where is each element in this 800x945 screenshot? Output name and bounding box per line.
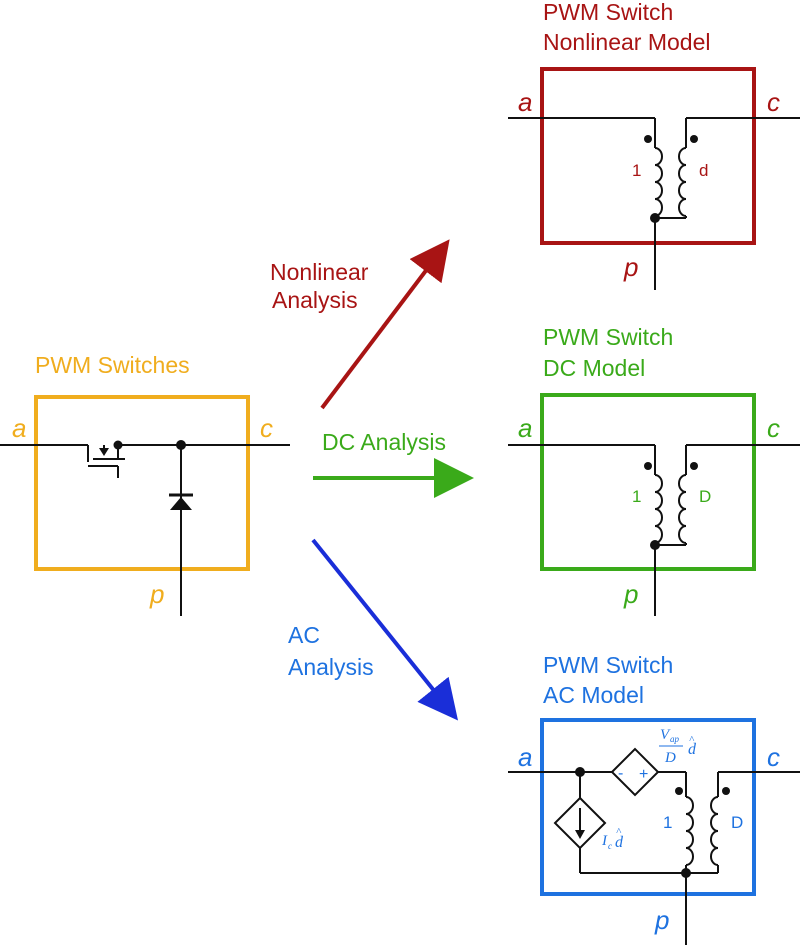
nonlinear-model-panel: PWM Switch Nonlinear Model 1 d a c p xyxy=(508,0,800,290)
primary-dot-marker xyxy=(675,787,683,795)
dc-turns-secondary: D xyxy=(699,487,711,506)
nonlinear-analysis-arrow: Nonlinear Analysis xyxy=(270,239,450,410)
dc-analysis-label: DC Analysis xyxy=(322,429,446,455)
dc-model-wiring xyxy=(508,444,800,616)
ac-analysis-label-line1: AC xyxy=(288,622,320,648)
ac-analysis-label-line2: Analysis xyxy=(288,654,374,680)
dc-model-box xyxy=(540,393,756,571)
ac-analysis-arrow: AC Analysis xyxy=(288,538,459,721)
nonlinear-model-box xyxy=(540,67,756,245)
nonlinear-analysis-label-line2: Analysis xyxy=(272,287,358,313)
nonlinear-analysis-label-line1: Nonlinear xyxy=(270,259,369,285)
primary-dot-marker xyxy=(644,462,652,470)
ac-terminal-p: p xyxy=(654,905,669,935)
isrc-gain-subscript: c xyxy=(608,841,612,851)
vsrc-gain-denominator: D xyxy=(664,750,676,766)
current-arrow-head-icon xyxy=(575,830,585,839)
ac-model-panel: PWM Switch AC Model - + V ap D ^ xyxy=(508,652,800,945)
ac-terminal-a: a xyxy=(518,742,532,772)
nonlinear-terminal-c: c xyxy=(767,87,780,117)
ac-model-box xyxy=(540,718,756,896)
ac-turns-secondary: D xyxy=(731,813,743,832)
ac-turns-primary: 1 xyxy=(663,813,672,832)
ac-model-title-line1: PWM Switch xyxy=(543,652,673,678)
vsrc-gain-numerator-subscript: ap xyxy=(670,734,680,744)
isrc-d-hat: ^ xyxy=(616,826,622,838)
a-node-dot xyxy=(575,767,585,777)
switches-terminal-c: c xyxy=(260,413,273,443)
dc-terminal-p: p xyxy=(623,579,638,609)
dependent-voltage-source-icon xyxy=(610,747,660,797)
ac-model-wiring xyxy=(508,771,800,945)
dc-turns-primary: 1 xyxy=(632,487,641,506)
vsrc-minus-sign: - xyxy=(618,765,623,782)
vsrc-gain-numerator: V xyxy=(660,727,671,743)
nonlinear-terminal-p: p xyxy=(623,252,638,282)
dc-terminal-c: c xyxy=(767,413,780,443)
mosfet-body-diode-icon xyxy=(99,448,109,456)
vsrc-d-hat: ^ xyxy=(689,734,695,746)
nonlinear-model-title-line2: Nonlinear Model xyxy=(543,29,710,55)
dc-model-title-line1: PWM Switch xyxy=(543,324,673,350)
dc-terminal-a: a xyxy=(518,413,532,443)
dc-model-panel: PWM Switch DC Model 1 D a c p xyxy=(508,324,800,616)
secondary-dot-marker xyxy=(722,787,730,795)
nonlinear-model-title-line1: PWM Switch xyxy=(543,0,673,25)
switches-terminal-p: p xyxy=(149,579,164,609)
switches-wiring xyxy=(0,444,290,616)
p-node-dot xyxy=(650,540,660,550)
nonlinear-turns-primary: 1 xyxy=(632,161,641,180)
p-node-dot xyxy=(681,868,691,878)
dc-model-title-line2: DC Model xyxy=(543,355,645,381)
nonlinear-terminal-a: a xyxy=(518,87,532,117)
switches-title: PWM Switches xyxy=(35,352,190,378)
diode-icon xyxy=(170,497,192,510)
p-node-dot xyxy=(650,213,660,223)
secondary-dot-marker xyxy=(690,462,698,470)
mosfet-node-dot xyxy=(113,440,123,450)
ac-terminal-c: c xyxy=(767,742,780,772)
dc-analysis-arrow: DC Analysis xyxy=(313,429,474,498)
switches-panel: PWM Switches a c p xyxy=(0,352,290,616)
vsrc-d-variable: d xyxy=(688,741,697,758)
vsrc-plus-sign: + xyxy=(639,766,648,783)
diode-node-dot xyxy=(176,440,186,450)
primary-dot-marker xyxy=(644,135,652,143)
switches-terminal-a: a xyxy=(12,413,26,443)
switches-box xyxy=(34,395,250,571)
secondary-dot-marker xyxy=(690,135,698,143)
nonlinear-model-wiring xyxy=(508,117,800,290)
isrc-gain-I: I xyxy=(601,833,608,849)
isrc-d-variable: d xyxy=(615,834,624,851)
nonlinear-turns-secondary: d xyxy=(699,161,708,180)
ac-model-title-line2: AC Model xyxy=(543,682,644,708)
